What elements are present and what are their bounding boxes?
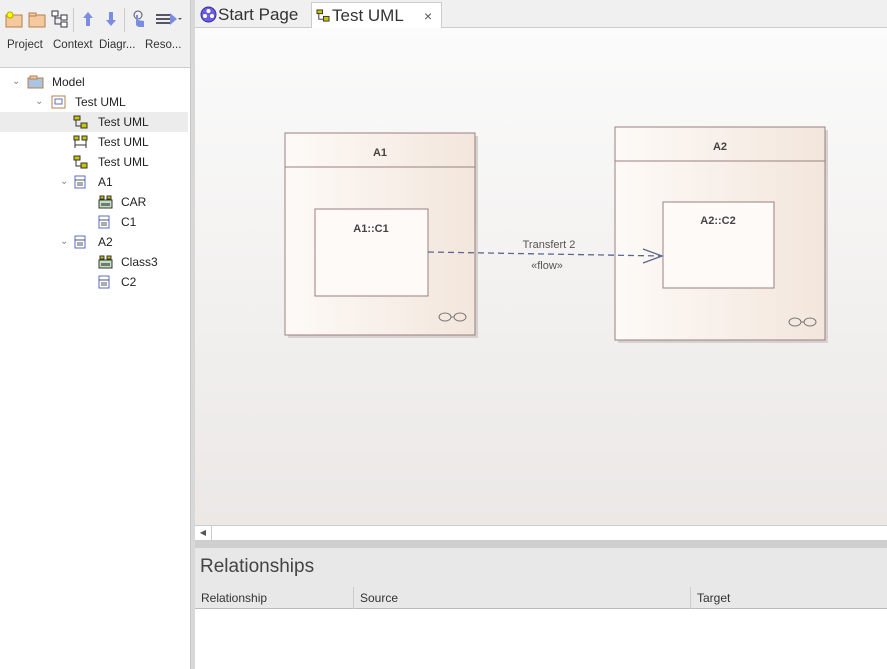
part-a1-c1[interactable] — [314, 208, 429, 297]
part-a2-c2[interactable] — [662, 201, 775, 289]
part-a1-c1-name: A1::C1 — [353, 223, 388, 235]
move-down-icon[interactable] — [102, 10, 120, 28]
chevron-down-icon[interactable]: ⌄ — [35, 96, 44, 107]
chevron-down-icon[interactable]: ⌄ — [60, 236, 69, 247]
tree-label: Model — [52, 75, 85, 89]
element-a2[interactable]: A2 A2::C2 — [614, 126, 828, 343]
relationships-table-body — [195, 609, 887, 669]
tab-start-page[interactable]: Start Page — [198, 2, 298, 28]
browser-toolbar: Project Context Diagr... Reso... — [0, 0, 190, 68]
element-a1[interactable]: A1 A1::C1 — [284, 132, 478, 338]
class-icon — [74, 235, 86, 249]
diagram-icon[interactable] — [51, 10, 69, 28]
tree-item-car[interactable]: CAR — [0, 192, 188, 212]
connector-name: Transfert 2 — [523, 239, 576, 251]
column-source[interactable]: Source — [354, 587, 691, 609]
tree-item-model[interactable]: ⌄ Model — [0, 72, 188, 92]
chevron-down-icon[interactable]: ⌄ — [12, 76, 21, 87]
tree-item-a1[interactable]: ⌄ A1 — [0, 172, 188, 192]
folder-icon[interactable] — [28, 10, 46, 28]
diagram-canvas[interactable]: A1 A1::C1 A2 A2::C2 Transfert 2 «flow» — [195, 28, 887, 525]
more-options-icon[interactable] — [155, 10, 183, 28]
class-icon — [74, 175, 86, 189]
tree-item-a2[interactable]: ⌄ A2 — [0, 232, 188, 252]
tree-label: Test UML — [98, 135, 149, 149]
move-up-icon[interactable] — [79, 10, 97, 28]
tree-label: Test UML — [75, 95, 126, 109]
diagram-icon — [316, 9, 330, 22]
new-package-icon[interactable] — [5, 10, 23, 28]
class-icon — [98, 275, 110, 289]
project-browser: Project Context Diagr... Reso... ⌄ Model… — [0, 0, 190, 669]
tab-label: Test UML — [332, 6, 404, 25]
tab-project[interactable]: Project — [7, 39, 43, 51]
relationships-panel: Relationships Relationship Source Target — [195, 548, 887, 669]
panel-splitter[interactable] — [190, 0, 195, 669]
diagram-alt-icon — [73, 135, 88, 148]
close-tab-icon[interactable]: × — [424, 8, 433, 24]
tab-label: Start Page — [218, 5, 299, 24]
tree-item-c1[interactable]: C1 — [0, 212, 188, 232]
tree-label: CAR — [121, 195, 147, 209]
column-target[interactable]: Target — [697, 591, 731, 605]
tab-context[interactable]: Context — [53, 39, 93, 51]
component-icon — [98, 255, 113, 269]
class-icon — [98, 215, 110, 229]
tree-label: A1 — [98, 175, 113, 189]
tree-item-diagram[interactable]: Test UML — [0, 132, 188, 152]
tree-item-package[interactable]: ⌄ Test UML — [0, 92, 188, 112]
tree-label: C1 — [121, 215, 137, 229]
relationships-title: Relationships — [200, 556, 315, 577]
relationships-table-header: Relationship Source Target — [195, 587, 887, 609]
composite-link-icon — [788, 317, 817, 327]
tree-item-c2[interactable]: C2 — [0, 272, 188, 292]
tree-label: Class3 — [121, 255, 158, 269]
tree-item-diagram[interactable]: Test UML — [0, 112, 188, 132]
tab-test-uml[interactable]: Test UML × — [311, 2, 442, 28]
tab-diagram[interactable]: Diagr... — [99, 39, 136, 51]
part-a2-c2-name: A2::C2 — [700, 215, 735, 227]
flow-connector[interactable]: Transfert 2 «flow» — [427, 239, 664, 272]
connector-stereotype: «flow» — [531, 260, 563, 272]
tree-label: Test UML — [98, 155, 149, 169]
element-a1-name: A1 — [373, 147, 387, 159]
tree-label: C2 — [121, 275, 137, 289]
chevron-down-icon[interactable]: ⌄ — [60, 176, 69, 187]
tree-item-diagram[interactable]: Test UML — [0, 152, 188, 172]
horizontal-scrollbar[interactable]: ◀ — [195, 525, 887, 541]
model-package-icon — [27, 75, 44, 89]
tree-item-class3[interactable]: Class3 — [0, 252, 188, 272]
tree-label: Test UML — [98, 115, 149, 129]
tab-resources[interactable]: Reso... — [145, 39, 182, 51]
package-icon — [51, 95, 66, 109]
tree-label: A2 — [98, 235, 113, 249]
diagram-icon — [73, 155, 88, 169]
document-tabs: Start Page Test UML × — [195, 0, 887, 28]
column-relationship[interactable]: Relationship — [195, 587, 354, 609]
panel-divider[interactable] — [195, 541, 887, 548]
start-page-icon — [200, 6, 217, 23]
element-a2-name: A2 — [713, 141, 727, 153]
diagram-icon — [73, 115, 88, 129]
composite-link-icon — [438, 312, 467, 322]
scroll-left-icon[interactable]: ◀ — [195, 526, 212, 540]
locate-hand-icon[interactable] — [130, 10, 148, 28]
component-icon — [98, 195, 113, 209]
